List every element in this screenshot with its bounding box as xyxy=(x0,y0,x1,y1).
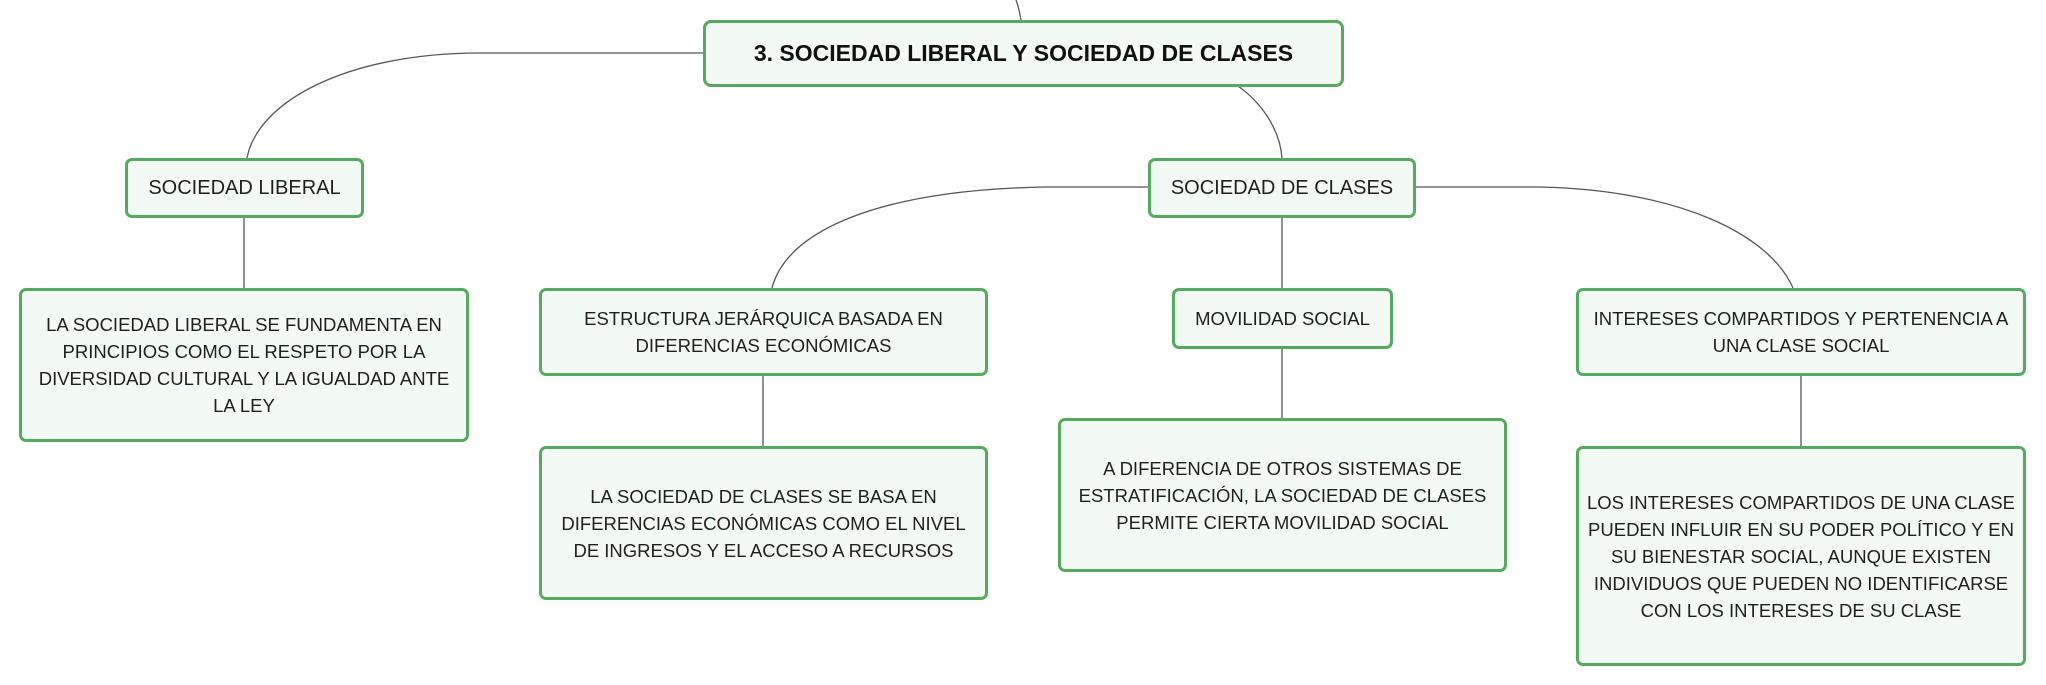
subtopic-intereses-compartidos-label: INTERESES COMPARTIDOS Y PERTENENCIA A UN… xyxy=(1593,308,2009,356)
connector-root-to-sociedad-liberal xyxy=(246,52,703,159)
subtopic-estructura-jerarquica-label: ESTRUCTURA JERÁRQUICA BASADA EN DIFERENC… xyxy=(584,308,943,356)
detail-intereses-description[interactable]: LOS INTERESES COMPARTIDOS DE UNA CLASE P… xyxy=(1576,446,2026,666)
subtopic-sociedad-liberal-description-label: LA SOCIEDAD LIBERAL SE FUNDAMENTA EN PRI… xyxy=(38,314,450,416)
root-topic-node[interactable]: 3. SOCIEDAD LIBERAL Y SOCIEDAD DE CLASES xyxy=(703,20,1344,87)
root-topic-label: 3. SOCIEDAD LIBERAL Y SOCIEDAD DE CLASES xyxy=(753,40,1294,66)
detail-movilidad-description[interactable]: A DIFERENCIA DE OTROS SISTEMAS DE ESTRAT… xyxy=(1058,418,1507,572)
detail-estructura-description[interactable]: LA SOCIEDAD DE CLASES SE BASA EN DIFEREN… xyxy=(539,446,988,600)
connector-clases-to-estructura xyxy=(771,186,1148,289)
subtopic-movilidad-social[interactable]: MOVILIDAD SOCIAL xyxy=(1172,288,1393,349)
subtopic-movilidad-social-label: MOVILIDAD SOCIAL xyxy=(1195,308,1370,329)
topic-sociedad-de-clases[interactable]: SOCIEDAD DE CLASES xyxy=(1148,158,1416,218)
subtopic-intereses-compartidos[interactable]: INTERESES COMPARTIDOS Y PERTENENCIA A UN… xyxy=(1576,288,2026,376)
subtopic-estructura-jerarquica[interactable]: ESTRUCTURA JERÁRQUICA BASADA EN DIFERENC… xyxy=(539,288,988,376)
topic-sociedad-liberal[interactable]: SOCIEDAD LIBERAL xyxy=(125,158,364,218)
connector-parent-to-root xyxy=(1015,0,1022,21)
topic-sociedad-de-clases-label: SOCIEDAD DE CLASES xyxy=(1170,176,1394,199)
detail-movilidad-description-label: A DIFERENCIA DE OTROS SISTEMAS DE ESTRAT… xyxy=(1078,457,1487,533)
connector-clases-to-intereses xyxy=(1416,186,1794,289)
detail-estructura-description-label: LA SOCIEDAD DE CLASES SE BASA EN DIFEREN… xyxy=(561,485,966,561)
detail-intereses-description-label: LOS INTERESES COMPARTIDOS DE UNA CLASE P… xyxy=(1586,491,2015,621)
subtopic-sociedad-liberal-description[interactable]: LA SOCIEDAD LIBERAL SE FUNDAMENTA EN PRI… xyxy=(19,288,469,442)
connector-root-to-sociedad-de-clases xyxy=(1237,85,1283,159)
topic-sociedad-liberal-label: SOCIEDAD LIBERAL xyxy=(148,176,341,199)
